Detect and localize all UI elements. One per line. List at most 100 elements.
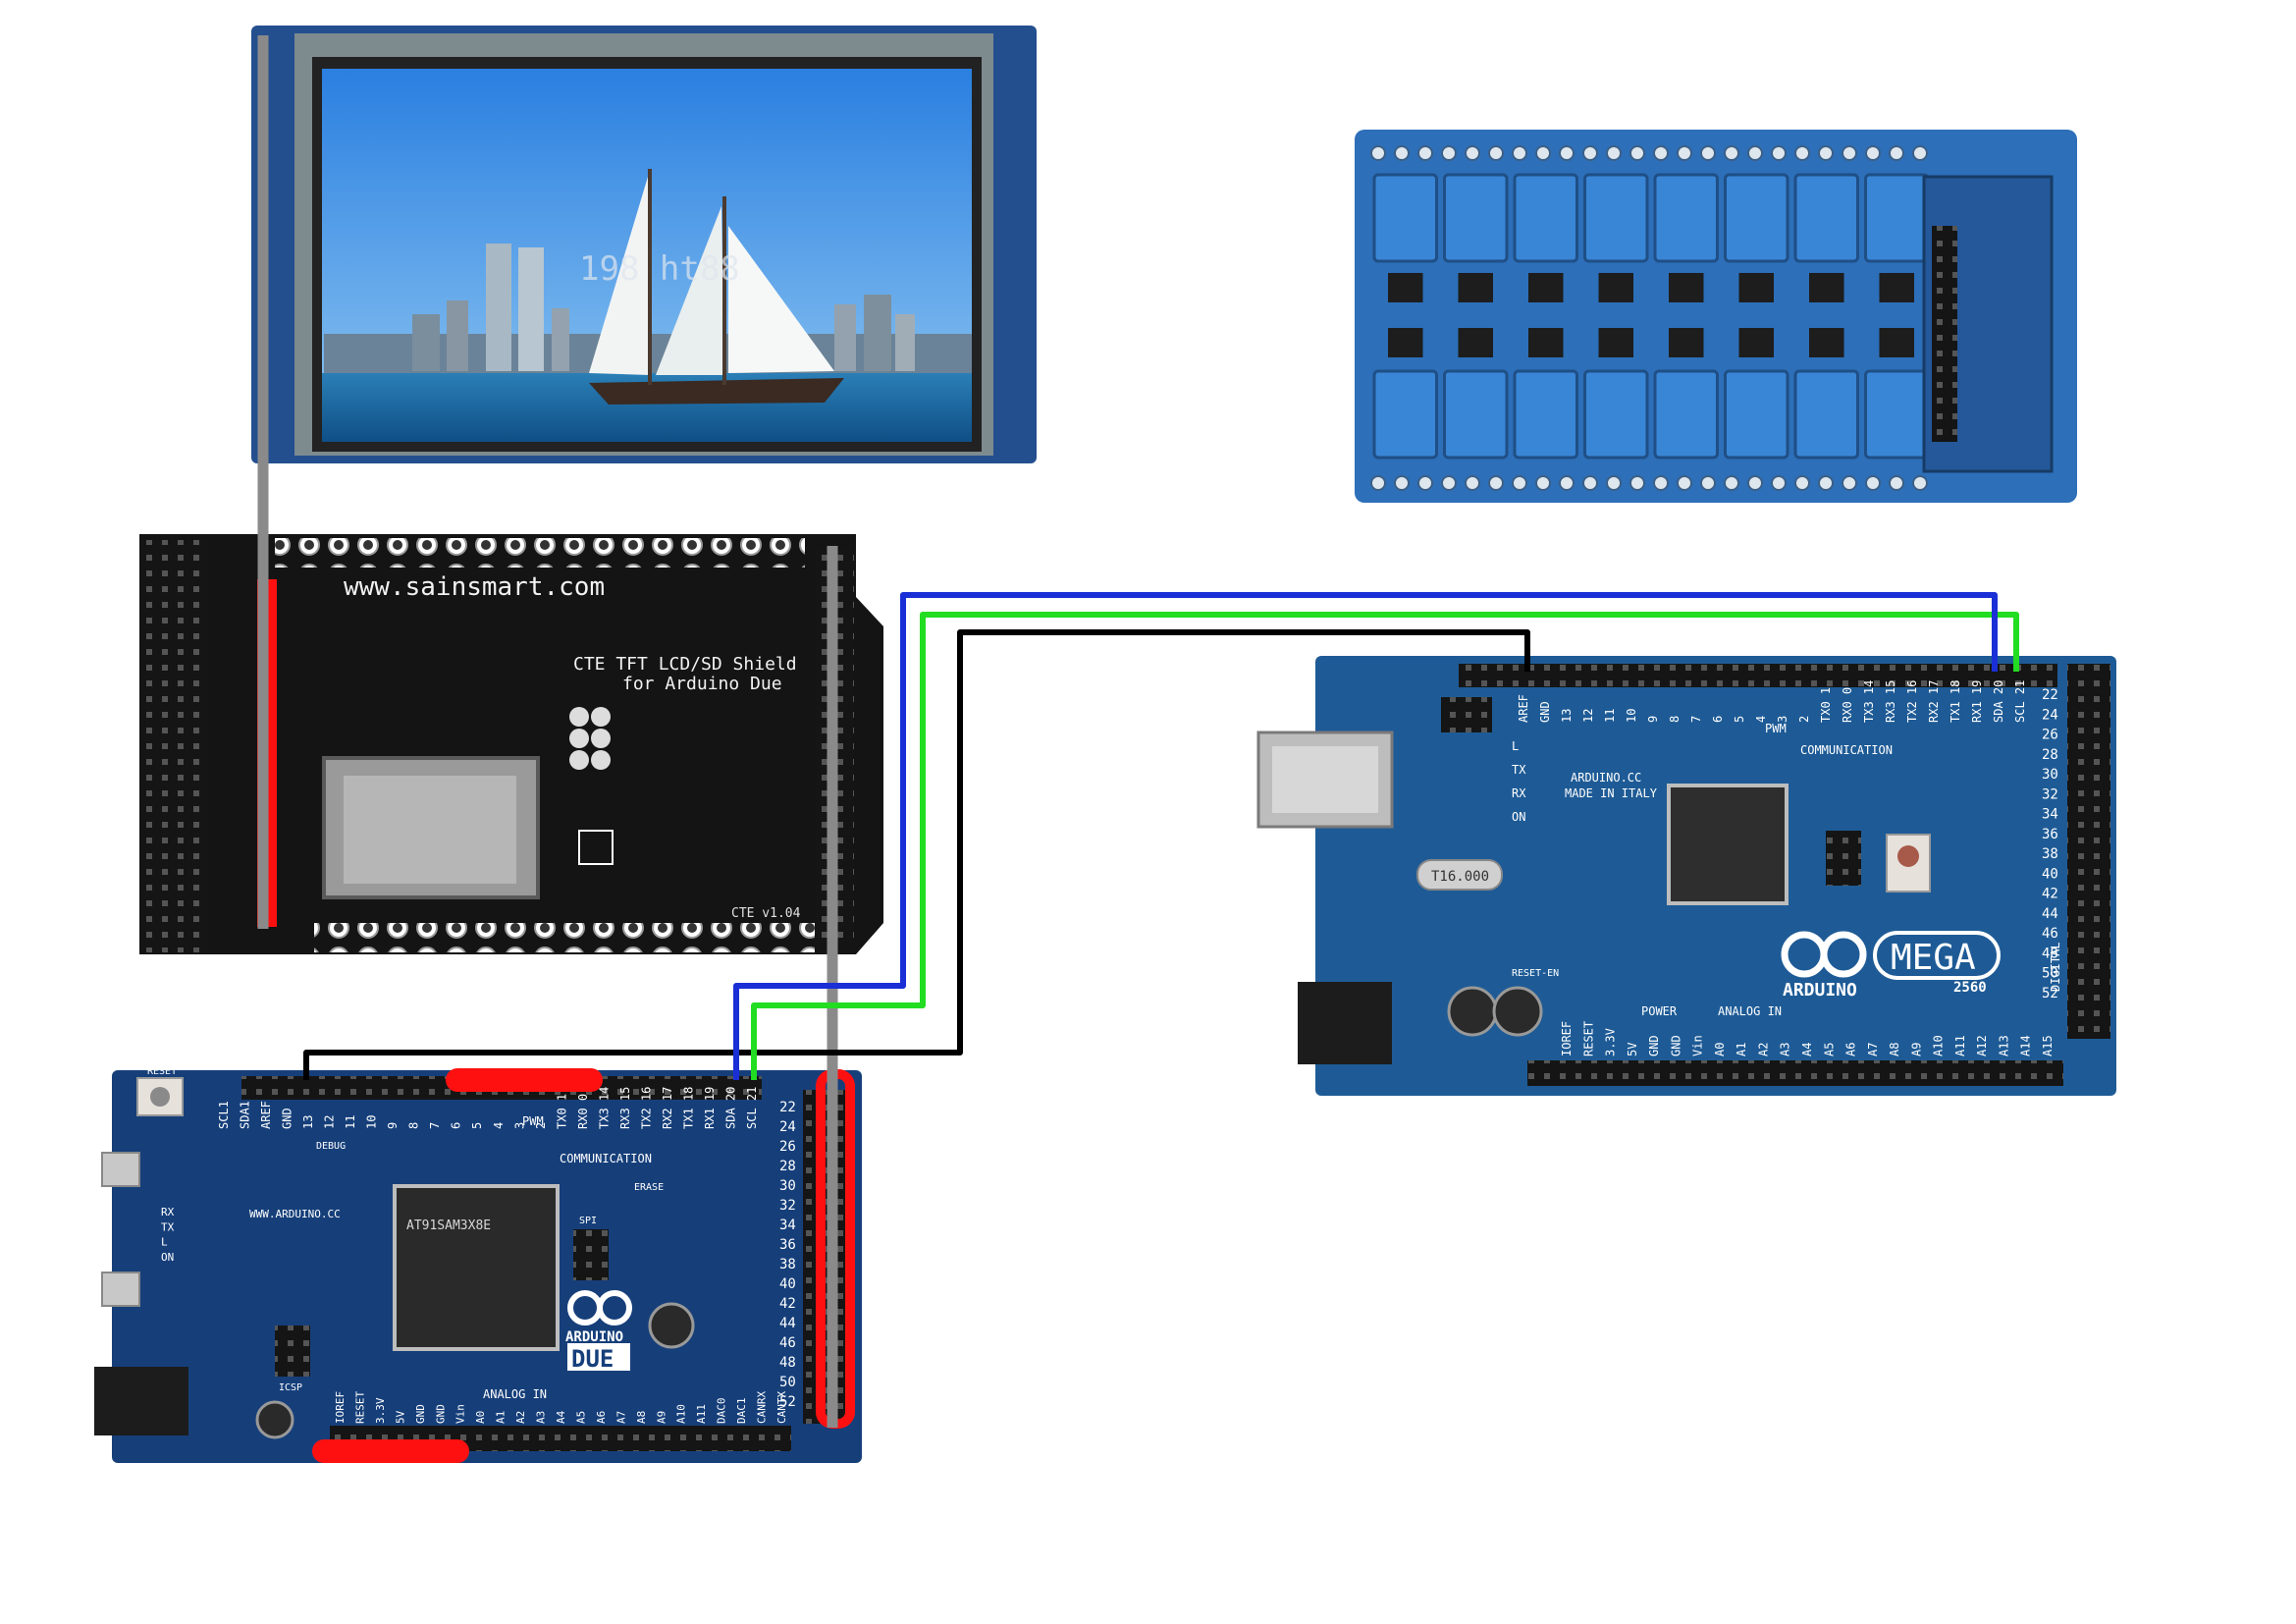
due-pin-label: 28: [779, 1159, 796, 1174]
mega-pin-label: A15: [2041, 1035, 2055, 1056]
due-pin-label: 50: [779, 1375, 796, 1390]
due-logo: ARDUINO DUE: [565, 1290, 632, 1373]
due-pin-label: TX1 18: [681, 1087, 695, 1129]
relay-driver-component: [1738, 328, 1774, 357]
relay-block: [1724, 173, 1789, 263]
mega-pin-label: 6: [1711, 716, 1725, 723]
due-pin-label: A11: [695, 1404, 708, 1424]
due-pin-label: 5: [470, 1122, 484, 1129]
due-pin-label: A6: [595, 1411, 608, 1424]
mega-pin-label: 40: [2042, 866, 2058, 882]
due-mcu-chip: [393, 1184, 560, 1351]
due-pin-label: 26: [779, 1139, 796, 1155]
relay-block: [1653, 369, 1719, 460]
mega-led-label: ON: [1512, 810, 1525, 824]
mega-pin-label: 32: [2042, 786, 2058, 802]
mega-pin-label: 22: [2042, 687, 2058, 703]
due-pin-label: 36: [779, 1237, 796, 1253]
mega-crystal-label: T16.000: [1431, 869, 1489, 885]
mega-crystal: [1416, 859, 1503, 891]
mega-pin-label: A13: [1997, 1035, 2010, 1056]
due-pin-label: 3: [512, 1122, 526, 1129]
relay-driver-component: [1809, 273, 1844, 302]
arduino-mega-2560: T16.000 MEGA ARDUINO 2560 ARDUINO.CC MAD…: [1256, 656, 2116, 1096]
due-brand: ARDUINO: [565, 1329, 623, 1345]
due-pin-label: 40: [779, 1276, 796, 1292]
mega-pin-label: A3: [1779, 1043, 1792, 1056]
mega-pin-label: 52: [2042, 986, 2058, 1001]
relay-driver-component: [1809, 328, 1844, 357]
due-pin-label: 32: [779, 1198, 796, 1214]
mega-pin-label: 4: [1754, 716, 1768, 723]
relay-block: [1583, 369, 1649, 460]
relay-block: [1513, 173, 1578, 263]
mega-site: ARDUINO.CC: [1571, 771, 1641, 785]
mega-reset-en-label: RESET-EN: [1512, 968, 1559, 979]
due-analog-label: ANALOG IN: [483, 1387, 547, 1401]
mega-bottom-header: [1527, 1060, 2063, 1086]
due-misc-label: SPI: [579, 1216, 597, 1226]
mega-capacitor-2: [1492, 986, 1543, 1037]
due-pin-label: TX0 1: [555, 1094, 568, 1129]
mega-pin-label: 3.3V: [1604, 1028, 1618, 1056]
mega-pin-label: 30: [2042, 767, 2058, 783]
due-pin-label: A2: [514, 1411, 527, 1424]
due-pin-label: 34: [779, 1218, 796, 1233]
relay-terminals-top: [1368, 137, 1934, 163]
due-pin-label: SDA1: [239, 1101, 252, 1129]
mega-power-jack: [1298, 982, 1392, 1064]
mega-pin-label: 5V: [1626, 1043, 1639, 1056]
due-comm-label: COMMUNICATION: [560, 1152, 652, 1165]
due-pin-label: 6: [450, 1122, 463, 1129]
mega-led-label: RX: [1512, 786, 1526, 800]
mega-pin-label: GND: [1538, 701, 1552, 723]
relay-driver-component: [1879, 328, 1914, 357]
relay-driver-component: [1598, 328, 1633, 357]
mega-pin-label: TX2 16: [1905, 680, 1919, 723]
mega-digital-label: DIGITAL: [2049, 942, 2062, 992]
cte-tft-sd-shield: www.sainsmart.com CTE TFT LCD/SD Shield …: [139, 534, 883, 954]
mega-capacitor-1: [1447, 986, 1498, 1037]
mega-pin-label: 8: [1668, 716, 1682, 723]
due-model: DUE: [571, 1345, 614, 1373]
relay-driver-component: [1879, 273, 1914, 302]
mega-pin-label: 2: [1797, 716, 1811, 723]
due-pin-label: RX0 0: [576, 1094, 590, 1129]
relay-input-header: [1932, 226, 1957, 442]
mega-pin-label: A8: [1888, 1043, 1901, 1056]
mega-mcu-chip: [1667, 784, 1789, 905]
mega-pin-label: 48: [2042, 946, 2058, 961]
due-pin-label: CANTX: [775, 1391, 788, 1424]
due-icsp-header: [275, 1326, 310, 1377]
due-pin-label: AREF: [259, 1101, 273, 1129]
due-pin-label: GND: [281, 1108, 294, 1129]
mega-pin-label: A2: [1756, 1043, 1770, 1056]
highlight-due-top-pins: [446, 1068, 603, 1092]
mega-pin-label: GND: [1647, 1035, 1661, 1056]
mega-pin-label: 9: [1646, 716, 1660, 723]
due-pin-label: IOREF: [334, 1391, 347, 1424]
due-pin-label: A4: [555, 1410, 567, 1424]
mega-brand: ARDUINO: [1783, 980, 1857, 1001]
wire-green-scl: [751, 612, 2019, 1080]
mega-pin-label: A5: [1822, 1043, 1836, 1056]
mega-pin-label: A6: [1844, 1043, 1858, 1056]
due-led-label: RX: [161, 1206, 175, 1218]
mega-pin-label: 5: [1733, 716, 1746, 723]
due-pin-label: RESET: [353, 1391, 366, 1424]
due-pin-label: 5V: [394, 1410, 406, 1424]
mega-top-header: [1459, 664, 2057, 687]
relay-block: [1793, 369, 1859, 460]
mega-pin-label: 42: [2042, 887, 2058, 902]
due-usb-programming: [101, 1272, 140, 1307]
due-pwm-label: PWM: [522, 1114, 544, 1128]
mega-pin-label: RX0 0: [1841, 687, 1854, 723]
relay-driver-component: [1528, 328, 1564, 357]
due-pin-label: SCL1: [217, 1101, 231, 1129]
mega-model: 2560: [1953, 980, 1987, 996]
sd-card-slot: [322, 756, 540, 899]
due-pin-label: GND: [414, 1404, 427, 1424]
